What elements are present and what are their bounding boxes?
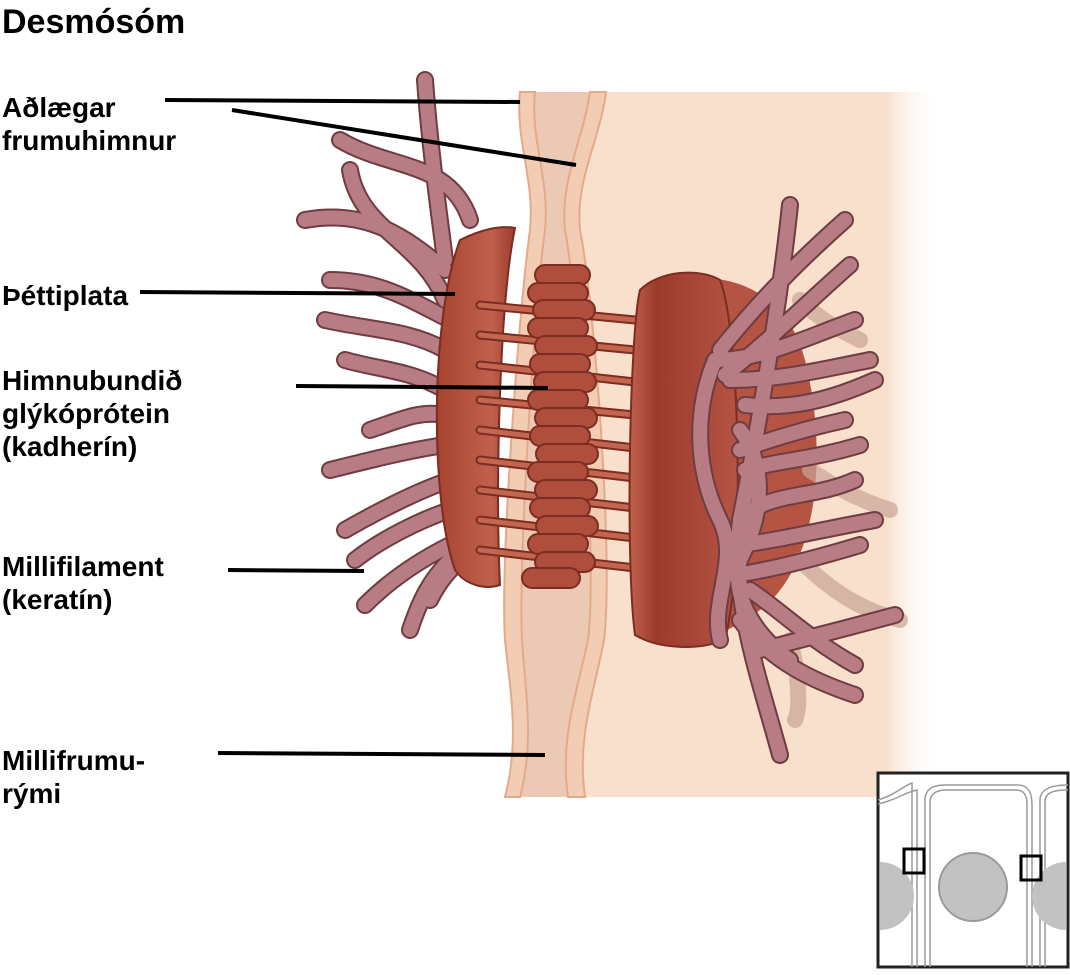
leader-membrane-2 xyxy=(231,108,577,167)
right-filaments xyxy=(691,196,908,764)
label-line: glýkóprótein xyxy=(2,398,171,429)
label-line: Þéttiplata xyxy=(2,280,129,311)
label-adjacent-membranes: Aðlægar frumuhimnur xyxy=(2,91,176,157)
leader-plaque xyxy=(139,290,456,296)
label-glycoprotein: Himnubundið glýkóprótein (kadherín) xyxy=(2,364,182,463)
location-inset xyxy=(876,771,1070,969)
label-line: rými xyxy=(2,778,62,809)
label-line: Millifrumu- xyxy=(2,745,146,776)
label-line: (kadherín) xyxy=(2,431,138,462)
inset-marker-left xyxy=(902,847,926,875)
inset-nucleus-center xyxy=(938,852,1008,922)
leader-glycoprotein xyxy=(295,384,549,390)
leader-intercellular xyxy=(217,751,546,757)
left-filaments xyxy=(296,71,479,639)
label-line: Himnubundið xyxy=(2,365,183,396)
label-line: (keratín) xyxy=(2,584,113,615)
label-dense-plaque: Þéttiplata xyxy=(2,279,128,312)
leader-filament xyxy=(227,568,365,573)
leader-lines xyxy=(139,98,577,757)
inset-marker-right xyxy=(1019,854,1043,882)
leader-membrane-1 xyxy=(164,98,521,104)
label-line: frumuhimnur xyxy=(2,125,177,156)
inset-nucleus-left xyxy=(880,862,914,930)
left-dense-plaque xyxy=(435,226,517,588)
cadherin-rods xyxy=(475,264,640,589)
label-intercellular-space: Millifrumu- rými xyxy=(2,744,145,810)
label-line: Aðlægar xyxy=(2,92,116,123)
label-intermediate-filament: Millifilament (keratín) xyxy=(2,550,164,616)
left-membrane xyxy=(503,91,547,798)
diagram-title: Desmósóm xyxy=(2,3,186,41)
label-line: Millifilament xyxy=(2,551,164,582)
